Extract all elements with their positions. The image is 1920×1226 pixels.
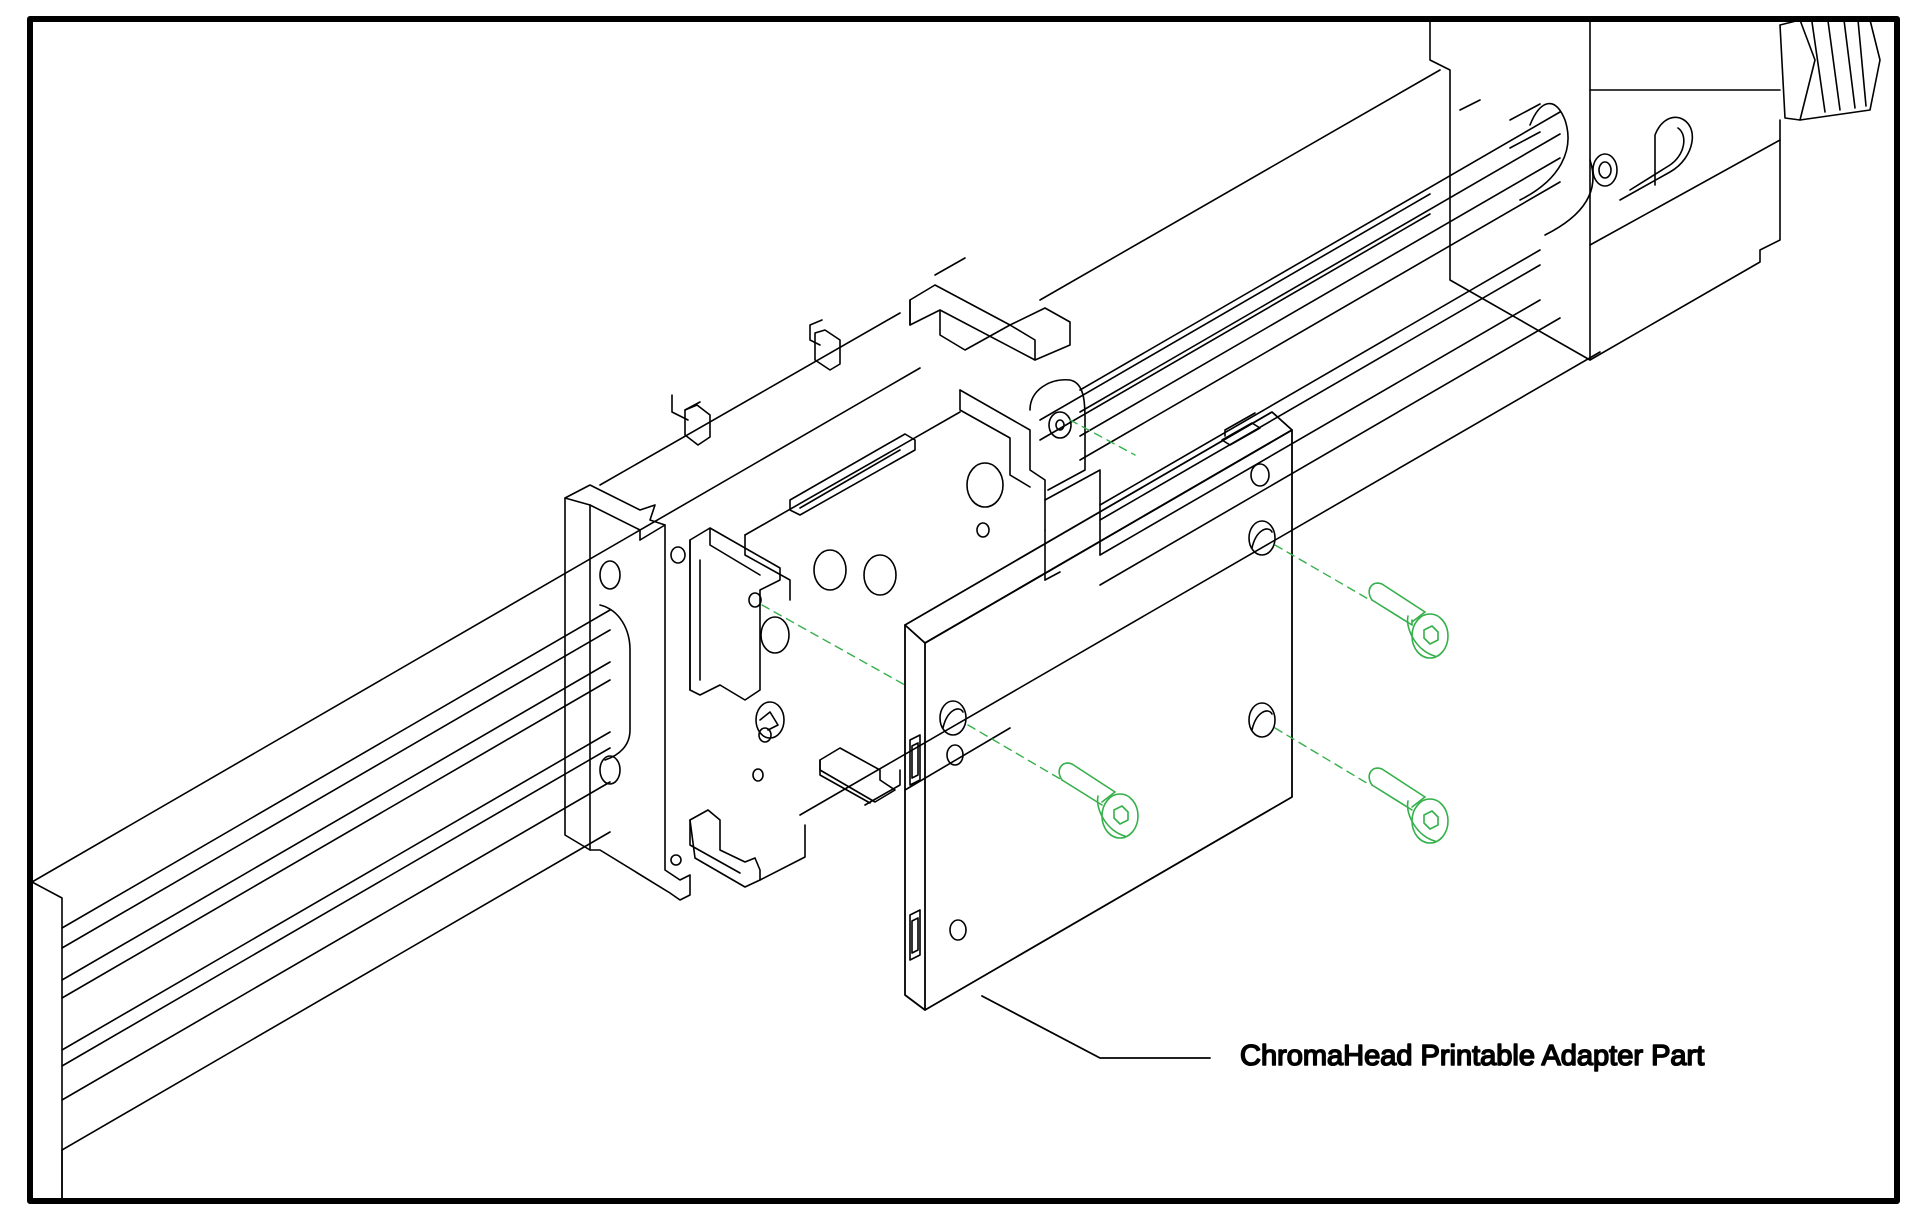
linear-rail [32,70,1600,1200]
cap-screw-left [1059,763,1138,838]
adapter-plate [905,412,1292,1010]
cap-screw-lower-right [1369,768,1448,843]
carriage-block [565,258,1100,900]
callout-label: ChromaHead Printable Adapter Part [1240,1040,1704,1072]
thumb-knob [1780,20,1880,120]
assembly-guide-lines [762,420,1370,785]
callout: ChromaHead Printable Adapter Part [982,996,1705,1073]
cap-screw-upper-right [1369,583,1448,658]
end-block [1430,20,1780,360]
callout-leader-line [982,996,1210,1058]
diagram-border [30,19,1897,1201]
